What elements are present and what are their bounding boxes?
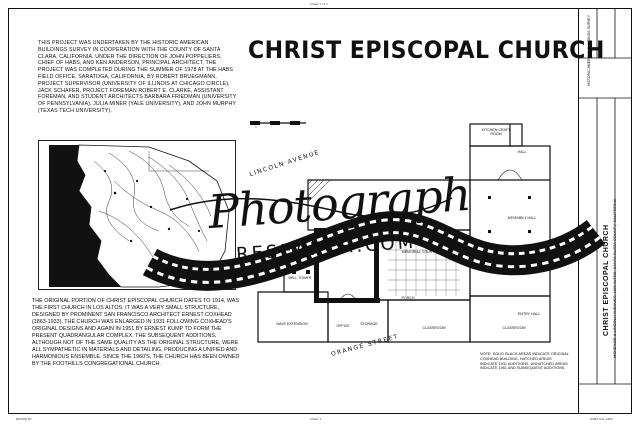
title-block: CHRIST EPISCOPAL CHURCH MCKENZIE & LINCO… — [578, 8, 632, 414]
room-bell-tower: BELL TOWER — [288, 276, 312, 280]
room-storage: STORAGE — [360, 322, 378, 326]
footer-left: DRAWN BY — [16, 417, 33, 421]
room-entry-hall: ENTRY HALL — [517, 312, 541, 316]
room-nave-extension: NAVE EXTENSION — [276, 322, 308, 326]
top-sheet-mark: sheet 1 of 1 — [310, 2, 328, 6]
location-map — [38, 140, 236, 290]
room-classroom-1: CLASSROOM — [422, 326, 446, 330]
room-kitchen: KITCHEN CRAFT ROOM — [481, 128, 511, 136]
intro-paragraph: This project was undertaken by the Histo… — [38, 40, 237, 114]
room-hall: HALL — [517, 150, 527, 154]
footer-center: sheet 1 — [310, 417, 322, 421]
drawing-sheet-border — [8, 8, 632, 414]
room-classroom-2: CLASSROOM — [502, 326, 526, 330]
scale-bar — [250, 121, 306, 128]
room-porch: PORCH — [401, 296, 415, 300]
page-title: CHRIST EPISCOPAL CHURCH — [248, 36, 605, 64]
room-assembly-hall: ASSEMBLY HALL — [507, 216, 537, 220]
history-paragraph: The original portion of Christ Episcopal… — [32, 298, 240, 367]
plan-legend-note: Note: Solid black areas indicate origina… — [480, 352, 569, 371]
title-block-church-name: CHRIST EPISCOPAL CHURCH — [603, 224, 610, 336]
room-office: OFFICE — [336, 324, 350, 328]
title-block-address: MCKENZIE & LINCOLN AVENUES, LOS ALTOS, S… — [612, 198, 617, 358]
title-block-survey: HISTORIC AMERICAN BUILDINGS SURVEY — [587, 14, 591, 86]
footer-right: HABS CAL-1896 — [590, 417, 613, 421]
